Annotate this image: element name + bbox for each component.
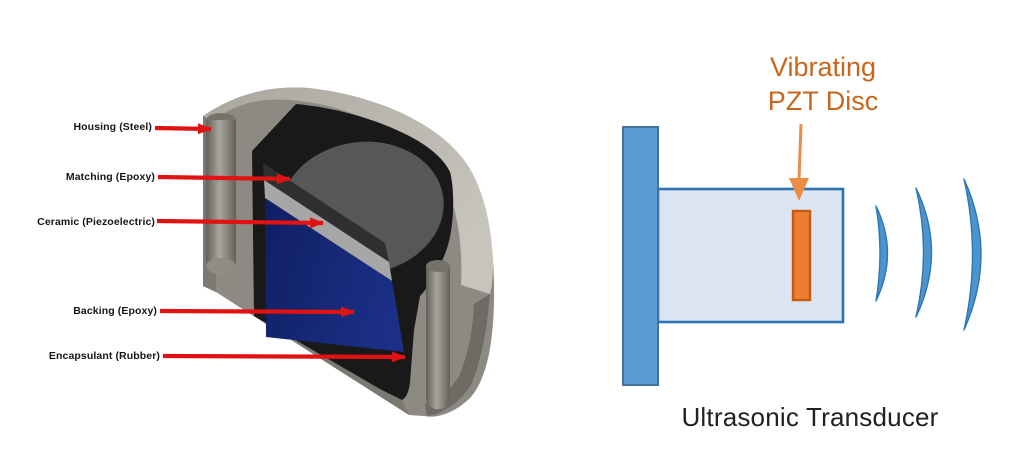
transducer-cutaway-figure (154, 87, 495, 417)
label-housing: Housing (Steel) (73, 121, 152, 133)
label-matching: Matching (Epoxy) (65, 171, 155, 183)
pzt-callout: Vibrating PZT Disc (723, 50, 923, 118)
arrow-housing (154, 123, 212, 135)
sound-waves (875, 178, 982, 331)
arrow-matching (157, 173, 291, 185)
wave-arc-3 (963, 178, 982, 331)
wave-arc-1 (875, 205, 889, 302)
pzt-callout-line2: PZT Disc (767, 86, 879, 116)
mounting-wall-rect (622, 126, 659, 386)
left-groove-channel (206, 120, 236, 275)
arrow-ceramic (156, 217, 324, 229)
wave-arc-2 (915, 187, 933, 318)
right-groove-top-opening (426, 260, 450, 272)
matching-layer (263, 163, 389, 262)
arrow-encapsulant (162, 351, 406, 363)
transducer-body-rect (656, 187, 845, 324)
pzt-callout-line1: Vibrating (769, 52, 877, 82)
left-groove-bottom (206, 258, 236, 274)
arrow-backing (159, 306, 355, 318)
label-backing: Backing (Epoxy) (73, 305, 157, 317)
pzt-disc-rect (791, 209, 812, 302)
leader-arrows (154, 123, 406, 363)
schematic-caption: Ultrasonic Transducer (681, 402, 939, 432)
label-encapsulant: Encapsulant (Rubber) (48, 350, 160, 362)
housing-bottom-band (216, 292, 409, 415)
orange-arrow (789, 123, 809, 201)
ceramic-layer (264, 180, 392, 281)
right-groove-channel (426, 266, 450, 410)
label-ceramic: Ceramic (Piezoelectric) (37, 216, 155, 228)
housing-side-shadow (425, 294, 490, 416)
housing-top-cap (203, 87, 493, 294)
